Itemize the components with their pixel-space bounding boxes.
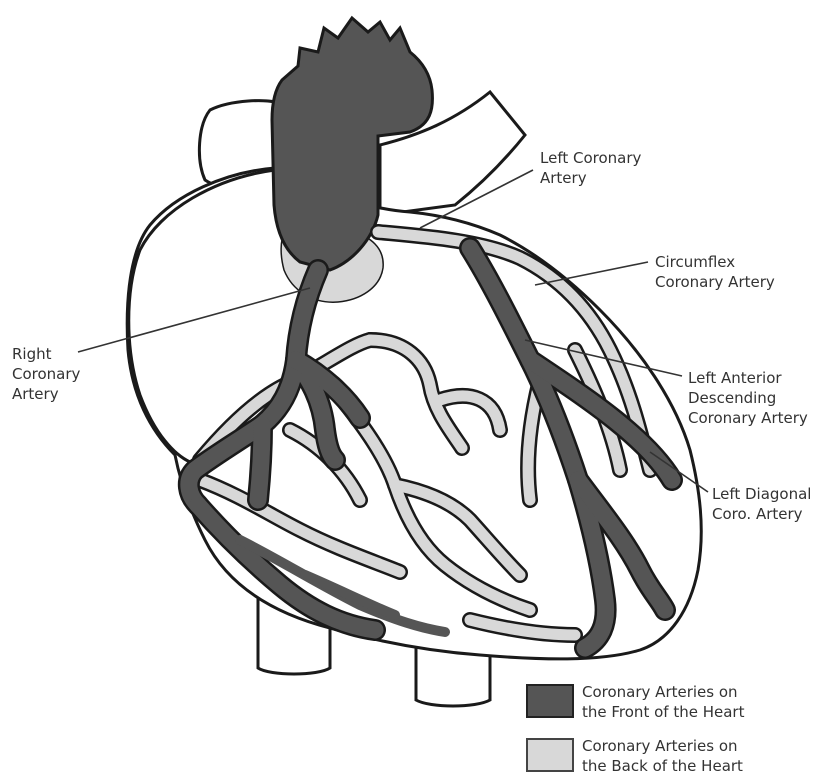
label-left-diagonal-line2: Coro. Artery <box>712 504 811 524</box>
label-left-diagonal-artery: Left Diagonal Coro. Artery <box>712 484 811 524</box>
label-circumflex-line1: Circumflex <box>655 252 775 272</box>
label-right-coronary-line3: Artery <box>12 384 80 404</box>
label-lad-line2: Descending <box>688 388 808 408</box>
legend-front-line1: Coronary Arteries on <box>582 682 744 702</box>
label-lad-line1: Left Anterior <box>688 368 808 388</box>
label-left-coronary-line1: Left Coronary <box>540 148 641 168</box>
label-right-coronary-artery: Right Coronary Artery <box>12 344 80 404</box>
legend-back-line2: the Back of the Heart <box>582 756 743 776</box>
label-right-coronary-line1: Right <box>12 344 80 364</box>
label-circumflex-line2: Coronary Artery <box>655 272 775 292</box>
label-left-coronary-artery: Left Coronary Artery <box>540 148 641 188</box>
legend-label-front: Coronary Arteries on the Front of the He… <box>582 682 744 722</box>
legend-label-back: Coronary Arteries on the Back of the Hea… <box>582 736 743 776</box>
label-left-diagonal-line1: Left Diagonal <box>712 484 811 504</box>
legend-swatch-front <box>526 684 574 718</box>
label-circumflex-coronary-artery: Circumflex Coronary Artery <box>655 252 775 292</box>
label-lad-line3: Coronary Artery <box>688 408 808 428</box>
legend-back-line1: Coronary Arteries on <box>582 736 743 756</box>
legend-front-line2: the Front of the Heart <box>582 702 744 722</box>
label-left-coronary-line2: Artery <box>540 168 641 188</box>
legend-swatch-back <box>526 738 574 772</box>
label-right-coronary-line2: Coronary <box>12 364 80 384</box>
label-left-anterior-descending: Left Anterior Descending Coronary Artery <box>688 368 808 428</box>
